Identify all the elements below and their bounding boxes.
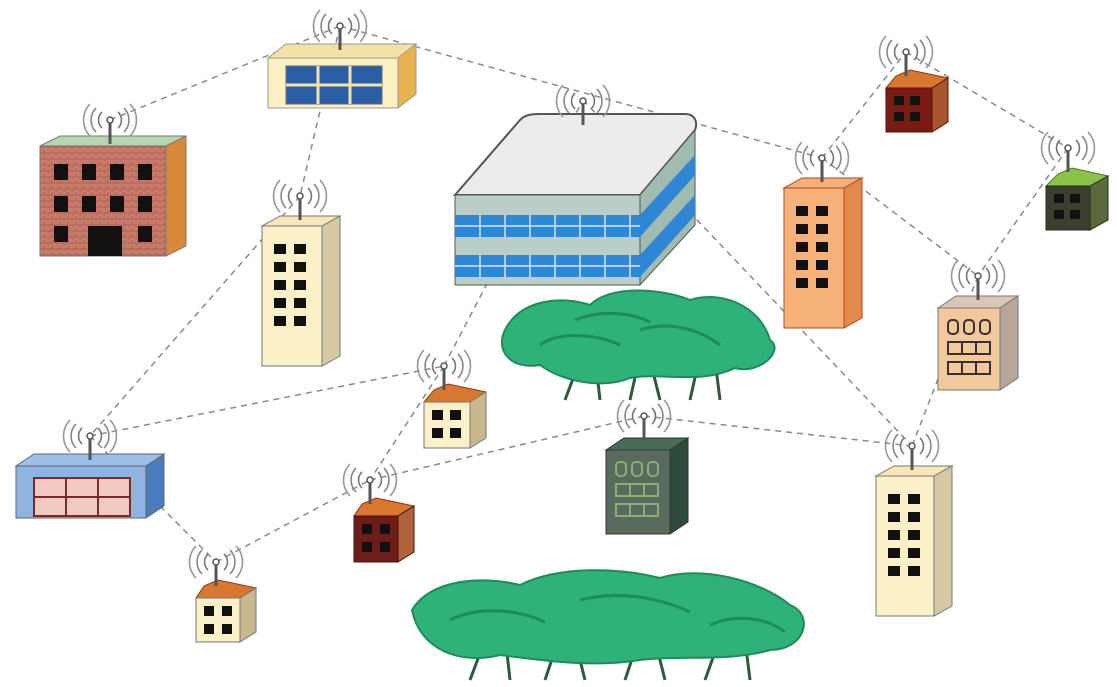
- apartment-beige: [936, 258, 1020, 391]
- wireless-antenna-icon: [884, 428, 940, 472]
- wireless-antenna-icon: [342, 462, 398, 506]
- wireless-antenna-icon: [878, 34, 934, 78]
- large-glass-campus-building: [452, 83, 698, 287]
- network-link-n12-n14: [643, 415, 913, 447]
- wireless-antenna-icon: [416, 348, 472, 392]
- tree-cluster-top: [500, 289, 776, 401]
- small-house-dark-red: [878, 34, 950, 133]
- wireless-antenna-icon: [1040, 130, 1096, 174]
- tall-tower-orange: [782, 140, 864, 329]
- network-link-n6-n9: [89, 195, 301, 437]
- network-link-n5-n8: [977, 147, 1069, 277]
- tall-tower-cream: [260, 178, 342, 367]
- network-link-n2-n6: [299, 25, 341, 197]
- tall-tower-cream-right: [874, 428, 954, 617]
- wireless-antenna-icon: [272, 178, 328, 222]
- tree-cluster-bottom: [410, 569, 805, 681]
- small-house-maroon: [342, 462, 416, 563]
- wireless-antenna-icon: [616, 398, 672, 442]
- wireless-antenna-icon: [794, 140, 850, 184]
- wireless-antenna-icon: [188, 544, 244, 588]
- network-link-n13-n11: [215, 479, 371, 563]
- small-house-green-roof: [1040, 130, 1110, 231]
- small-house-cream-bottom: [188, 544, 258, 643]
- brick-office-building: [39, 102, 187, 257]
- network-link-n9-n10: [89, 365, 445, 437]
- small-house-cream: [416, 348, 488, 449]
- apartment-dark-green: [604, 398, 690, 535]
- wireless-antenna-icon: [950, 258, 1006, 302]
- warehouse-blue: [14, 418, 166, 519]
- network-link-n4-n5: [905, 51, 1069, 149]
- low-office-building: [266, 8, 418, 110]
- network-link-n10-n11: [369, 365, 445, 481]
- network-link-n7-n4: [821, 51, 907, 159]
- network-link-n11-n12: [369, 415, 645, 481]
- network-link-n1-n2: [109, 25, 341, 121]
